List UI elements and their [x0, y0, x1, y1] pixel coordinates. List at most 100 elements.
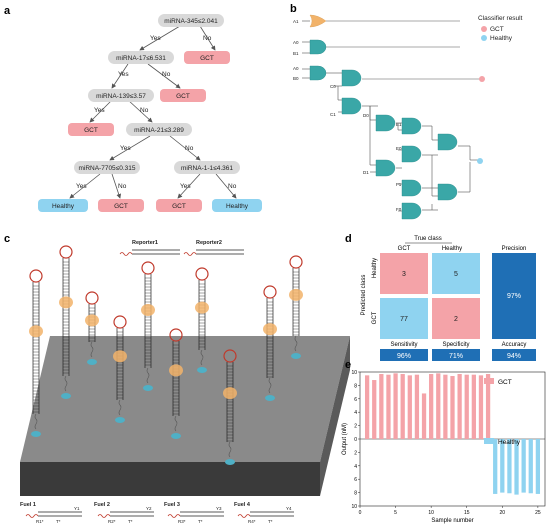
y-tick-label: 2 — [354, 424, 357, 430]
leaf-label: Healthy — [226, 203, 249, 210]
input-label: F1 — [396, 182, 402, 187]
specificity-value: 71% — [449, 353, 463, 360]
panel-d-letter: d — [345, 233, 352, 245]
bar-healthy — [528, 439, 533, 494]
input-label: E1 — [396, 122, 402, 127]
edge-yes: Yes — [180, 183, 191, 190]
sensitivity-box — [380, 349, 428, 361]
x-tick-label: 5 — [394, 510, 397, 516]
edge-yes: Yes — [76, 183, 87, 190]
hairpin — [113, 315, 127, 423]
decision-node — [174, 161, 240, 174]
and-gate — [309, 65, 327, 81]
and-gate — [401, 179, 422, 197]
y-axis-label: Output (nM) — [342, 423, 348, 455]
fuel-t: T* — [198, 519, 203, 524]
reporter1-label: Reporter1 — [132, 240, 158, 246]
hairpin — [29, 269, 43, 437]
y-tick-label: 0 — [354, 437, 357, 443]
bar-gct — [386, 374, 391, 439]
input-label: B1 — [293, 51, 299, 56]
decision-node — [126, 123, 192, 136]
y-tick-label: 8 — [354, 491, 357, 497]
input-label: A0 — [293, 40, 299, 45]
sensitivity-value: 96% — [397, 353, 411, 360]
surface-front — [20, 462, 320, 496]
x-tick-label: 20 — [500, 510, 506, 516]
fuel-t: T* — [128, 519, 133, 524]
edge-no: No — [228, 183, 237, 190]
y-tick-label: 2 — [354, 450, 357, 456]
fuel-top: Y2 — [146, 506, 152, 511]
fuel-top: Y3 — [216, 506, 222, 511]
bar-gct — [379, 374, 384, 439]
node-label: miRNA-21≤3.289 — [134, 127, 184, 134]
cell-gct-pred-gct — [380, 298, 428, 339]
accuracy-box — [492, 349, 536, 361]
y-tick-label: 4 — [354, 464, 357, 470]
bar-healthy — [535, 439, 541, 494]
specificity-box — [432, 349, 480, 361]
edge-no: No — [185, 145, 194, 152]
bar-gct — [414, 374, 420, 439]
legend-healthy-swatch — [484, 438, 494, 444]
panel-a-decision-tree: a Yes No Yes No Yes No Yes No Yes — [4, 5, 262, 212]
hairpin — [195, 267, 209, 373]
edge-yes: Yes — [120, 145, 131, 152]
decision-node — [158, 14, 224, 27]
legend-gct-label: GCT — [490, 26, 504, 33]
y-tick-label: 10 — [351, 370, 357, 376]
y-tick-label: 8 — [354, 383, 357, 389]
panel-b-letter: b — [290, 3, 297, 15]
legend-healthy-swatch — [481, 35, 487, 41]
and-gate — [401, 145, 422, 163]
bar-gct — [393, 373, 398, 439]
bar-gct — [429, 374, 434, 439]
legend-gct-swatch — [484, 378, 494, 384]
specificity-label: Specificity — [442, 342, 469, 348]
and-gate — [375, 114, 396, 132]
leaf-gct — [68, 123, 114, 136]
cell-healthy-pred-gct — [380, 253, 428, 294]
input-label: F0 — [396, 207, 402, 212]
and-gate — [401, 202, 422, 220]
col-healthy: Healthy — [442, 246, 462, 252]
y-tick-label: 4 — [354, 410, 357, 416]
input-label: D0 — [363, 113, 369, 118]
y-tick-label: 10 — [351, 504, 357, 510]
edge-yes: Yes — [94, 107, 105, 114]
leaf-gct — [98, 199, 144, 212]
leaf-gct — [184, 51, 230, 64]
x-tick-label: 10 — [428, 510, 434, 516]
fuel-label: Fuel 4 — [234, 502, 251, 508]
x-axis-label: Sample number — [431, 518, 473, 524]
legend-healthy-label: Healthy — [490, 35, 513, 42]
cell-gct-pred-healthy — [432, 298, 480, 339]
hairpin — [59, 245, 73, 399]
panel-e-letter: e — [345, 359, 351, 371]
legend-healthy-label: Healthy — [498, 439, 521, 446]
bar-gct — [421, 393, 427, 439]
cell-value: 77 — [400, 316, 408, 323]
x-tick-label: 15 — [464, 510, 470, 516]
edge-yes: Yes — [118, 71, 129, 78]
cell-value: 2 — [454, 316, 458, 323]
input-label: B0 — [293, 76, 299, 81]
input-label: A1 — [293, 19, 299, 24]
leaf-gct — [160, 89, 206, 102]
leaf-label: GCT — [176, 93, 190, 100]
fuel-t: T* — [268, 519, 273, 524]
reporter2-label: Reporter2 — [196, 240, 222, 246]
bar-healthy — [521, 439, 526, 493]
node-label: miRNA-7705≤0.315 — [78, 165, 135, 172]
and-gate — [401, 117, 422, 135]
input-label: C1 — [330, 112, 336, 117]
or-gate-input — [309, 14, 327, 28]
panel-d-confusion-matrix: d True class GCT Healthy Precision Predi… — [345, 233, 536, 361]
and-gate — [437, 133, 458, 151]
leaf-label: Healthy — [52, 203, 75, 210]
bar-gct — [464, 374, 469, 439]
bar-healthy — [507, 439, 512, 494]
